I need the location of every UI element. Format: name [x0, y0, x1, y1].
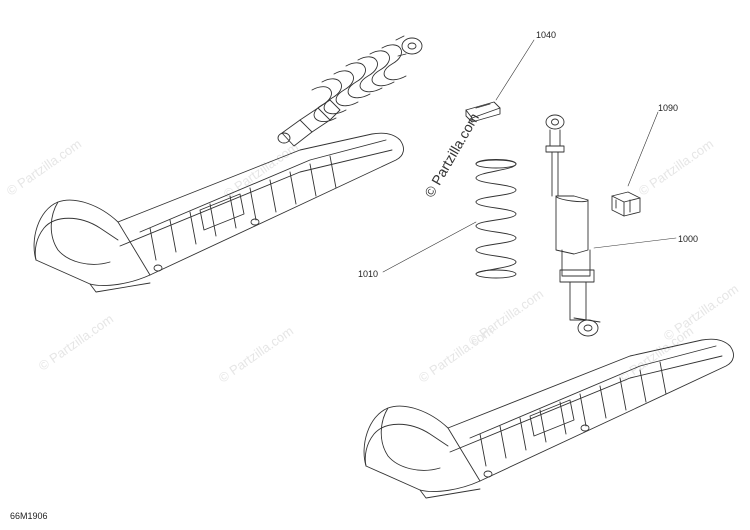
ski-upper — [33, 132, 404, 293]
leader-line-1000 — [593, 237, 677, 249]
part-1090-block — [611, 191, 641, 217]
diagram-code: 66M1906 — [10, 511, 48, 521]
shock-assembly-upper — [277, 35, 423, 147]
ski-lower — [363, 338, 734, 499]
part-1040-pad — [465, 101, 501, 123]
leader-line-1090 — [627, 111, 659, 187]
callout-1040: 1040 — [536, 30, 557, 40]
callout-1010: 1010 — [358, 269, 379, 279]
leader-line-1040 — [495, 39, 535, 101]
part-1010-spring — [475, 159, 517, 279]
leader-line-1010 — [382, 221, 477, 273]
callout-1000: 1000 — [678, 234, 699, 244]
callout-1090: 1090 — [658, 103, 679, 113]
part-1000-shock — [545, 114, 601, 337]
